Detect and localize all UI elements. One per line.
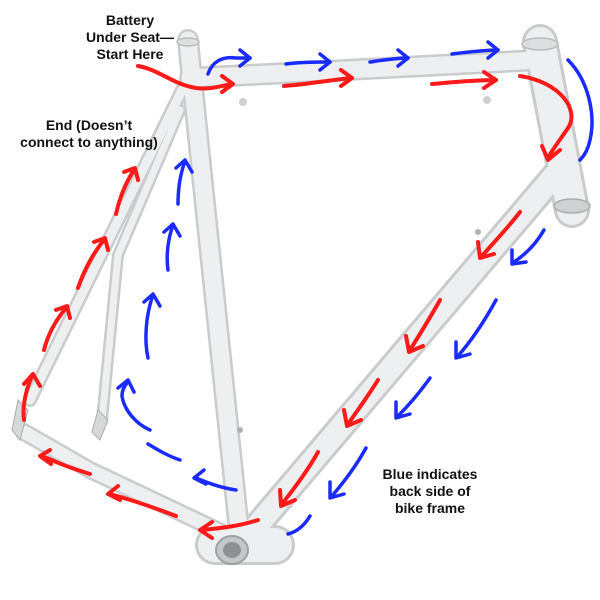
blue-legend-line: back side of bbox=[389, 483, 471, 499]
rear-dropout-right bbox=[91, 409, 109, 441]
end-label: End (Doesn’t connect to anything) bbox=[14, 117, 164, 151]
red-arrow bbox=[136, 64, 235, 94]
front-side-path bbox=[21, 64, 574, 540]
blue-arrow bbox=[116, 378, 152, 432]
head-tube-bottom-opening bbox=[553, 198, 591, 214]
red-arrow bbox=[106, 484, 178, 518]
blue-arrow bbox=[454, 298, 498, 360]
red-arrow bbox=[278, 450, 320, 508]
blue-arrow bbox=[146, 442, 182, 462]
blue-legend-note: Blue indicates back side of bike frame bbox=[370, 466, 490, 517]
blue-arrow bbox=[368, 48, 410, 68]
red-arrow bbox=[518, 74, 574, 162]
blue-arrow bbox=[162, 222, 182, 272]
blue-arrow bbox=[286, 514, 312, 536]
start-label-line: Battery bbox=[105, 12, 155, 28]
blue-arrow bbox=[284, 52, 332, 72]
start-label-line: Under Seat— bbox=[86, 29, 174, 45]
red-arrow bbox=[282, 68, 354, 88]
red-arrow bbox=[42, 304, 72, 352]
red-arrow bbox=[38, 448, 92, 476]
blue-arrow bbox=[510, 228, 546, 266]
seat-tube-top-opening bbox=[176, 37, 200, 47]
start-label: Battery Under Seat— Start Here bbox=[80, 12, 180, 63]
blue-legend-line: Blue indicates bbox=[382, 466, 478, 482]
red-arrow bbox=[198, 518, 260, 540]
red-arrow bbox=[76, 236, 110, 290]
start-label-line: Start Here bbox=[96, 46, 164, 62]
blue-arrow bbox=[206, 48, 252, 76]
end-label-line: End (Doesn’t bbox=[45, 117, 133, 133]
red-arrow bbox=[430, 70, 498, 90]
blue-arrow bbox=[394, 376, 432, 420]
blue-arrow bbox=[174, 158, 194, 206]
blue-arrow bbox=[566, 58, 594, 162]
red-arrow bbox=[476, 210, 522, 260]
red-arrow bbox=[404, 298, 442, 354]
head-tube-top-opening bbox=[521, 37, 559, 51]
red-arrow bbox=[21, 372, 42, 422]
back-side-path bbox=[116, 40, 594, 536]
blue-arrow bbox=[450, 40, 500, 60]
blue-arrow bbox=[142, 292, 162, 360]
blue-arrow bbox=[192, 468, 238, 492]
red-arrow bbox=[342, 378, 380, 428]
blue-legend-line: bike frame bbox=[394, 500, 466, 516]
red-arrow bbox=[114, 166, 140, 216]
end-label-line: connect to anything) bbox=[20, 134, 158, 150]
blue-arrow bbox=[328, 446, 368, 500]
